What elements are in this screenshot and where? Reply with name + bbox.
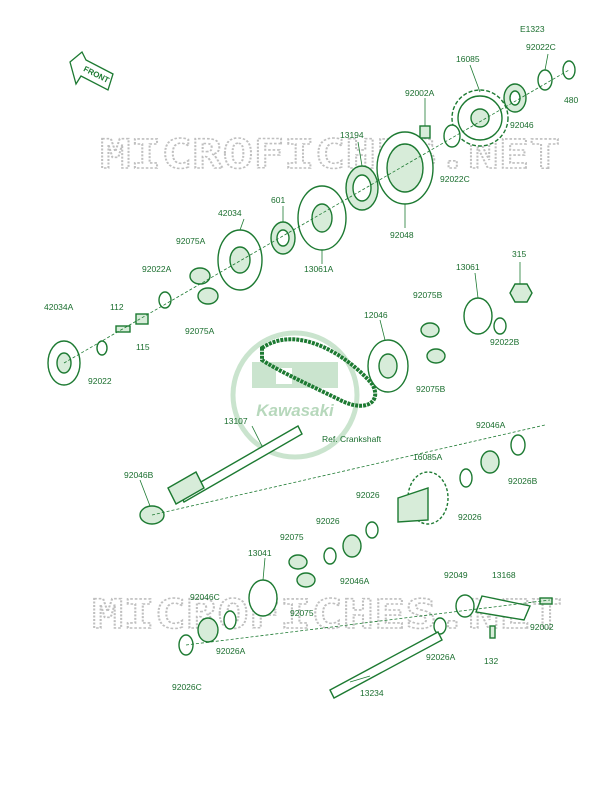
- label-13234: 13234: [360, 688, 384, 698]
- roller-92075B-top: [420, 322, 440, 338]
- leader-lines: [139, 53, 549, 683]
- gear-16085A: [397, 471, 449, 525]
- washer-92026-right: [459, 468, 473, 488]
- label-92046A-low: 92046A: [340, 576, 370, 586]
- pin-132: [489, 625, 496, 639]
- label-42034A: 42034A: [44, 302, 74, 312]
- label-92026-right: 92026: [458, 512, 482, 522]
- label-92026-low: 92026: [316, 516, 340, 526]
- axis-line-mid: [151, 424, 546, 516]
- washer-92026A-left: [223, 610, 237, 630]
- bearing-92046A-low: [342, 534, 362, 558]
- seal-92049: [455, 594, 475, 618]
- part-labels: 16085 92022C 92002A 480 92046 13194 9202…: [44, 42, 578, 698]
- bearing-92046-top: [503, 83, 527, 113]
- holder-13061: [463, 297, 493, 335]
- label-92026A-right: 92026A: [426, 652, 456, 662]
- label-480: 480: [564, 95, 578, 105]
- label-92075A-bottom: 92075A: [185, 326, 215, 336]
- washer-92022A: [158, 291, 172, 309]
- bearing-601: [270, 221, 296, 255]
- label-13194: 13194: [340, 130, 364, 140]
- label-92046C: 92046C: [190, 592, 220, 602]
- axis-line-top: [63, 69, 570, 364]
- label-12046: 12046: [364, 310, 388, 320]
- label-315: 315: [512, 249, 526, 259]
- label-13041: 13041: [248, 548, 272, 558]
- washer-92022C-mid: [443, 124, 461, 148]
- label-92048: 92048: [390, 230, 414, 240]
- pulley-12046: [367, 339, 409, 393]
- roller-92075-top: [288, 554, 308, 570]
- washer-92022B: [493, 317, 507, 335]
- axis-line-bottom: [185, 599, 551, 646]
- label-92049: 92049: [444, 570, 468, 580]
- label-92022C-top: 92022C: [526, 42, 556, 52]
- label-92002: 92002: [530, 622, 554, 632]
- label-92026C: 92026C: [172, 682, 202, 692]
- diagram-code: E1323: [520, 24, 545, 34]
- front-arrow-icon: FRONT: [69, 50, 114, 91]
- circlip-480: [562, 60, 576, 80]
- spacer-115: [135, 313, 149, 325]
- bolt-92002: [539, 597, 553, 605]
- label-92075-top: 92075: [280, 532, 304, 542]
- label-92075A-top: 92075A: [176, 236, 206, 246]
- svg-text:Kawasaki: Kawasaki: [256, 401, 335, 420]
- label-92075B-top: 92075B: [413, 290, 443, 300]
- washer-92026-low: [323, 547, 337, 565]
- washer-92026B: [510, 434, 526, 456]
- label-92022A: 92022A: [142, 264, 172, 274]
- washer-92026A-right: [433, 617, 447, 635]
- label-92075-bottom: 92075: [290, 608, 314, 618]
- kawasaki-logo: Kawasaki: [230, 330, 360, 460]
- housing-92048: [376, 131, 434, 205]
- label-601: 601: [271, 195, 285, 205]
- label-132: 132: [484, 656, 498, 666]
- roller-92075-bottom: [296, 572, 316, 588]
- roller-92075A-top: [189, 267, 211, 285]
- label-115: 115: [136, 342, 150, 352]
- ref-crankshaft-label: Ref. Crankshaft: [322, 434, 382, 444]
- label-92026B: 92026B: [508, 476, 538, 486]
- label-16085: 16085: [456, 54, 480, 64]
- bearing-92046C: [197, 617, 219, 643]
- label-92046-top: 92046: [510, 120, 534, 130]
- roller-92075B-bottom: [426, 348, 446, 364]
- shaft-13234: [329, 631, 443, 699]
- washer-92022: [96, 340, 108, 356]
- holder-13061A: [297, 185, 347, 251]
- sprocket-16085: [451, 89, 509, 147]
- bolt-112: [115, 325, 131, 333]
- label-92022: 92022: [88, 376, 112, 386]
- pulley-42034: [217, 229, 263, 291]
- holder-13041: [248, 579, 278, 617]
- label-13061A: 13061A: [304, 264, 334, 274]
- label-13107: 13107: [224, 416, 248, 426]
- label-92002A: 92002A: [405, 88, 435, 98]
- washer-92026-mid: [365, 521, 379, 539]
- label-112: 112: [110, 302, 124, 312]
- clutch-13194: [345, 165, 379, 211]
- label-92046B: 92046B: [124, 470, 154, 480]
- label-42034: 42034: [218, 208, 242, 218]
- shaft-13107: [167, 425, 303, 505]
- label-92022B: 92022B: [490, 337, 520, 347]
- label-92075B-bottom: 92075B: [416, 384, 446, 394]
- bolt-92002A: [419, 118, 431, 139]
- label-16085A: 16085A: [413, 452, 443, 462]
- label-92026A-left: 92026A: [216, 646, 246, 656]
- label-13168: 13168: [492, 570, 516, 580]
- label-92046A-top: 92046A: [476, 420, 506, 430]
- bearing-92046A-top: [480, 450, 500, 474]
- label-92022C-mid: 92022C: [440, 174, 470, 184]
- drive-belt: [260, 337, 378, 408]
- nut-315: [509, 283, 533, 303]
- roller-92075A-bottom: [197, 287, 219, 305]
- label-13061: 13061: [456, 262, 480, 272]
- label-92026-mid: 92026: [356, 490, 380, 500]
- fork-13168: [475, 595, 531, 621]
